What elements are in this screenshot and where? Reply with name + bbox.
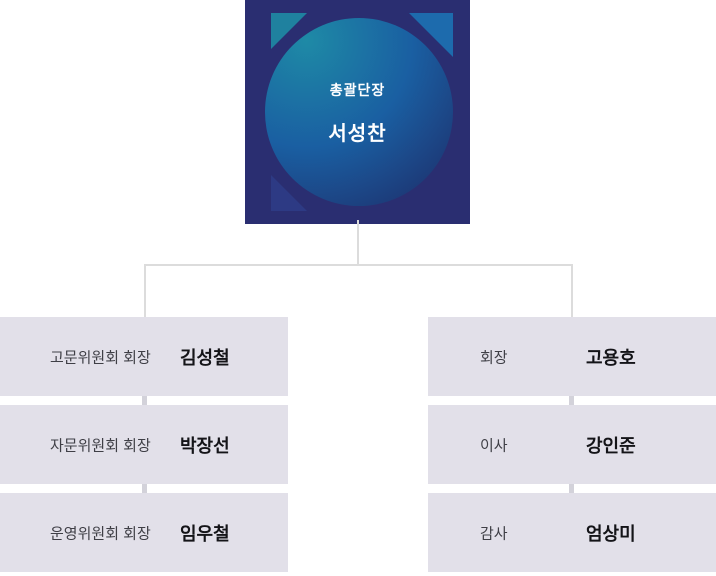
name-label: 강인준 (586, 435, 636, 456)
root-node: 총괄단장 서성찬 (245, 0, 470, 224)
root-circle (265, 18, 453, 206)
row-connector-right-1 (569, 396, 574, 405)
row-connector-left-1 (142, 396, 147, 405)
member-box-steering-chair: 운영위원회 회장 임우철 (0, 493, 288, 572)
role-label: 감사 (480, 525, 508, 542)
role-label: 운영위원회 회장 (50, 525, 151, 542)
role-label: 이사 (480, 437, 508, 454)
connector-horizontal (144, 264, 573, 266)
role-label: 고문위원회 회장 (50, 349, 151, 366)
root-name-label: 서성찬 (328, 123, 387, 145)
name-label: 박장선 (180, 435, 230, 456)
role-label: 자문위원회 회장 (50, 437, 151, 454)
role-label: 회장 (480, 349, 508, 366)
connector-root-vertical (357, 220, 359, 266)
name-label: 임우철 (180, 523, 230, 544)
member-box-president: 회장 고용호 (428, 317, 716, 396)
row-connector-right-2 (569, 484, 574, 493)
connector-left-vertical (144, 264, 146, 317)
member-box-auditor: 감사 엄상미 (428, 493, 716, 572)
name-label: 엄상미 (586, 523, 636, 544)
connector-right-vertical (571, 264, 573, 317)
root-role-label: 총괄단장 (329, 82, 386, 98)
row-connector-left-2 (142, 484, 147, 493)
member-box-advisory-chair: 고문위원회 회장 김성철 (0, 317, 288, 396)
member-box-consulting-chair: 자문위원회 회장 박장선 (0, 405, 288, 484)
name-label: 김성철 (180, 347, 230, 368)
name-label: 고용호 (586, 347, 636, 368)
member-box-director: 이사 강인준 (428, 405, 716, 484)
